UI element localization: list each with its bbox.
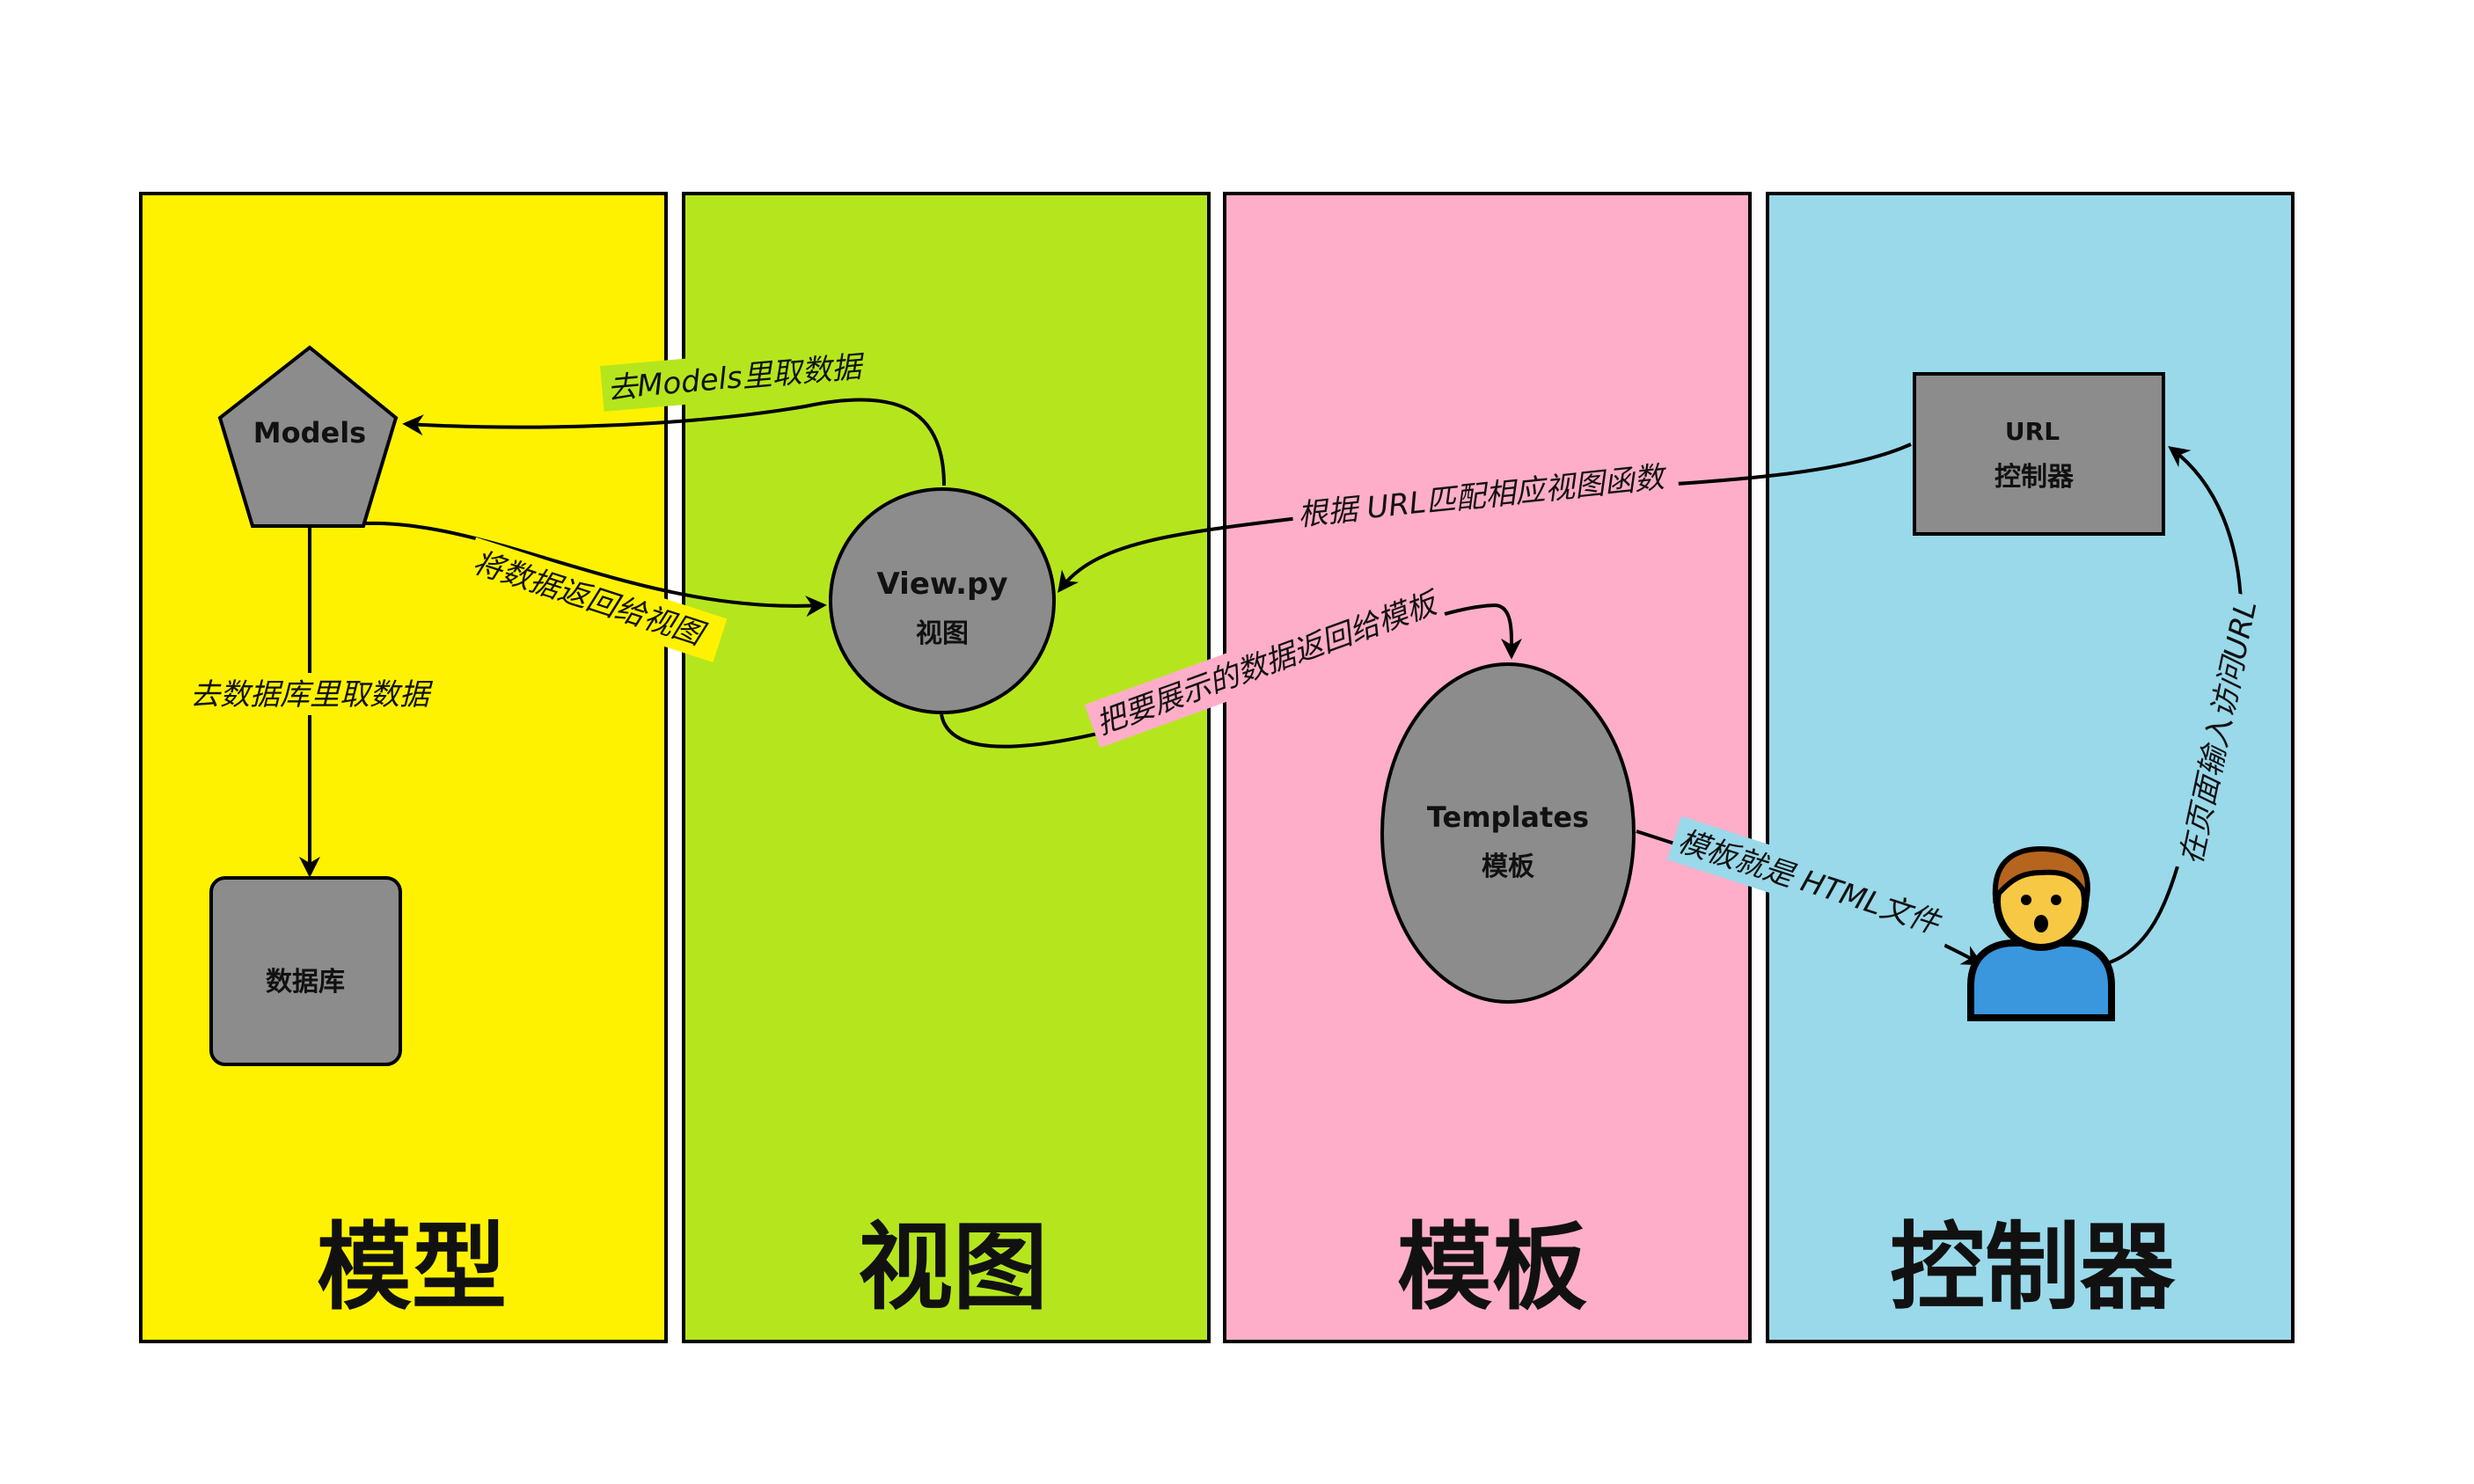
lane-title-controller: 控制器: [1890, 1213, 2176, 1323]
database-node: [209, 876, 402, 1066]
view-name-label: View.py: [876, 567, 1007, 602]
database-label: 数据库: [266, 967, 345, 998]
url-name-label: URL: [2005, 417, 2060, 446]
edge-label-get-from-db: 去数据库里取数据: [187, 673, 437, 715]
lane-title-model: 模型: [317, 1213, 507, 1323]
models-label: Models: [253, 416, 366, 450]
edge-models-to-view: [364, 521, 827, 618]
lane-title-view: 视图: [858, 1213, 1048, 1323]
lane-model: [139, 192, 668, 1343]
view-node: [829, 487, 1056, 714]
person-icon: [1967, 845, 2115, 1021]
templates-node: [1380, 662, 1636, 1004]
templates-sub-label: 模板: [1482, 852, 1534, 882]
templates-name-label: Templates: [1427, 800, 1589, 834]
url-sub-label: 控制器: [1995, 462, 2075, 493]
lane-title-template: 模板: [1397, 1213, 1587, 1323]
edge-label-get-from-db-text: 去数据库里取数据: [190, 677, 434, 713]
url-controller-node: [1913, 372, 2165, 536]
edge-view-to-models: [402, 398, 946, 486]
view-sub-label: 视图: [916, 618, 969, 649]
models-node: [217, 345, 399, 528]
